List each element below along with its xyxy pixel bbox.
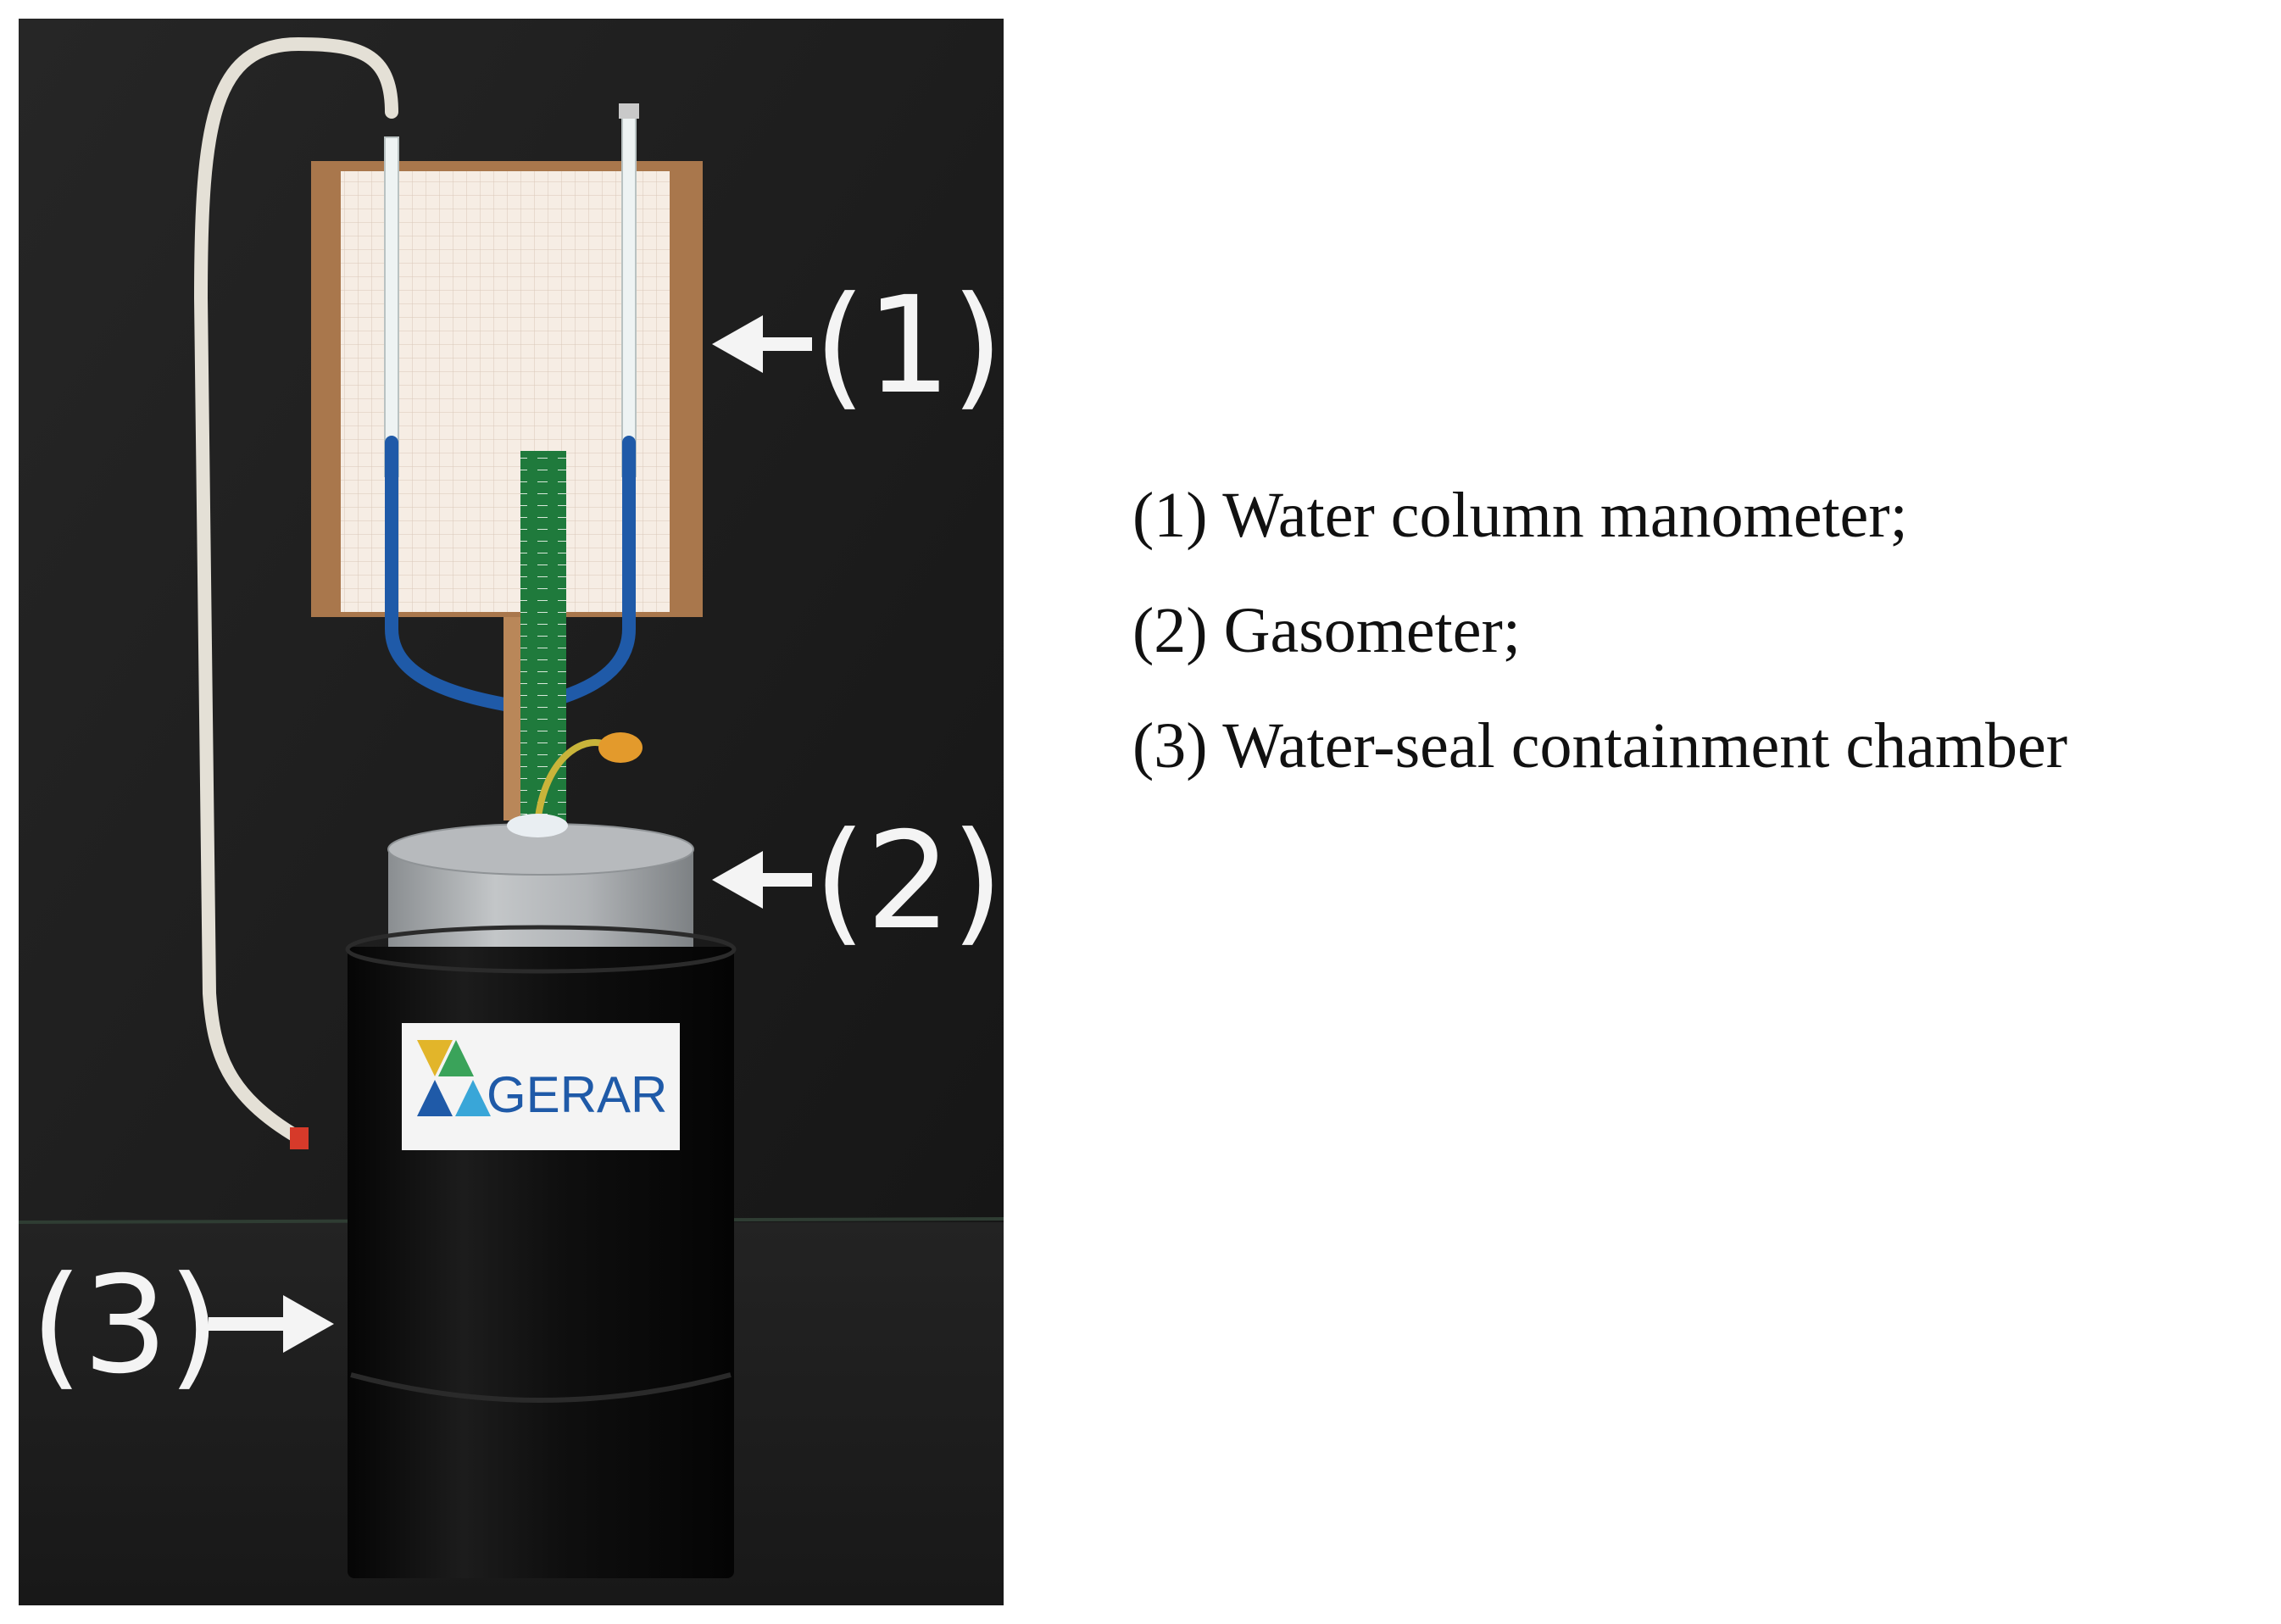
callout-2: (2) xyxy=(712,804,1004,959)
logo-triangle-blue xyxy=(417,1080,453,1116)
callout-3: (3) xyxy=(31,1248,334,1404)
chamber-rim xyxy=(345,925,737,974)
legend-item-gasometer: (2) Gasometer; xyxy=(1132,595,1521,666)
chamber-band xyxy=(350,1372,732,1403)
apparatus-photo: GERAR (1) (2) (3) xyxy=(19,19,1004,1605)
right-glass-tube xyxy=(621,111,637,477)
logo-triangle-yellow xyxy=(417,1040,453,1076)
callout-3-arrow-icon xyxy=(283,1295,334,1353)
callout-1: (1) xyxy=(712,268,1004,424)
callout-1-arrow-icon xyxy=(712,315,763,373)
callout-2-label: (2) xyxy=(814,804,1004,959)
legend-item-chamber: (3) Water-seal containment chamber xyxy=(1132,710,2068,781)
logo-triangle-cyan xyxy=(455,1080,491,1116)
left-blue-tube xyxy=(385,436,526,714)
legend-item-manometer: (1) Water column manometer; xyxy=(1132,480,1908,551)
green-ruler xyxy=(520,451,566,832)
callout-1-label: (1) xyxy=(814,268,1004,424)
right-tube-fitting xyxy=(619,103,639,119)
gerar-logo-text: GERAR xyxy=(487,1066,667,1123)
callout-3-label: (3) xyxy=(31,1248,220,1404)
callout-2-arrow-icon xyxy=(712,851,763,909)
hose-valve-icon xyxy=(290,1127,309,1149)
legend: (1) Water column manometer; (2) Gasomete… xyxy=(1132,458,2268,804)
gasometer-valve xyxy=(507,814,568,837)
white-hose xyxy=(193,36,398,1144)
logo-triangle-green xyxy=(438,1040,474,1076)
orange-clamp xyxy=(598,732,643,763)
left-glass-tube xyxy=(384,136,399,477)
